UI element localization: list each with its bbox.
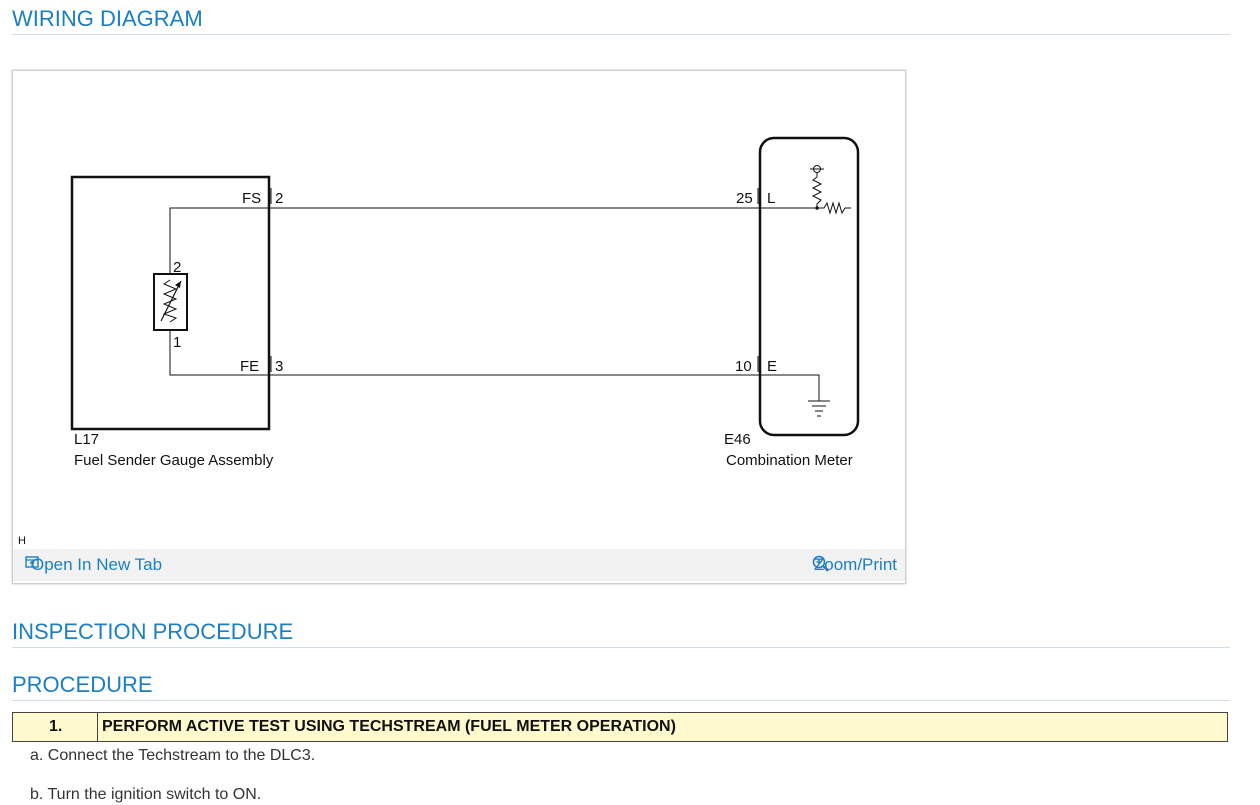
pin-label-l: L [767, 190, 775, 207]
internal-wire-top [169, 207, 269, 274]
procedure-step-row: 1. PERFORM ACTIVE TEST USING TECHSTREAM … [12, 712, 1228, 742]
wiring-diagram-heading: WIRING DIAGRAM [12, 6, 1230, 35]
left-component-name: Fuel Sender Gauge Assembly [74, 452, 274, 469]
instruction-a: a. Connect the Techstream to the DLC3. [30, 747, 316, 764]
sensor-pin-top: 2 [173, 259, 181, 276]
left-component-code: L17 [74, 431, 99, 448]
fuel-sender-box [70, 175, 271, 431]
pin-number-fe: 3 [275, 358, 283, 375]
corner-mark: H [18, 535, 26, 547]
procedure-heading: PROCEDURE [12, 672, 1230, 701]
figure-toolbar: Open In New Tab Zoom/Print [13, 549, 905, 581]
combination-meter-box [758, 136, 860, 437]
open-in-new-tab-label: Open In New Tab [31, 555, 163, 574]
pin-label-e: E [767, 358, 777, 375]
step-title: PERFORM ACTIVE TEST USING TECHSTREAM (FU… [102, 718, 676, 735]
meter-coil-icon [810, 165, 851, 215]
zoom-print-label: Zoom/Print [813, 555, 897, 574]
open-in-new-tab-link[interactable]: Open In New Tab [25, 555, 162, 575]
ground-icon [808, 400, 830, 417]
inspection-procedure-heading: INSPECTION PROCEDURE [12, 619, 1230, 648]
pin-label-fs: FS [242, 190, 261, 207]
pin-number-e: 10 [735, 358, 752, 375]
zoom-print-link[interactable]: Zoom/Print [812, 555, 897, 575]
right-component-name: Combination Meter [726, 452, 853, 469]
instruction-b: b. Turn the ignition switch to ON. [30, 786, 262, 803]
step-number: 1. [13, 713, 98, 741]
right-component-code: E46 [724, 431, 751, 448]
wiring-diagram: FS 2 FE 3 2 1 25 L 10 E L17 Fuel Sender … [18, 136, 860, 547]
pin-label-fe: FE [240, 358, 259, 375]
wiring-diagram-figure: FS 2 FE 3 2 1 25 L 10 E L17 Fuel Sender … [12, 70, 906, 584]
sensor-pin-bottom: 1 [173, 334, 181, 351]
pin-number-l: 25 [736, 190, 753, 207]
variable-resistor-icon [153, 273, 188, 331]
pin-number-fs: 2 [275, 190, 283, 207]
internal-wire-bottom [169, 330, 269, 376]
internal-wire-meter-bottom [760, 374, 820, 401]
